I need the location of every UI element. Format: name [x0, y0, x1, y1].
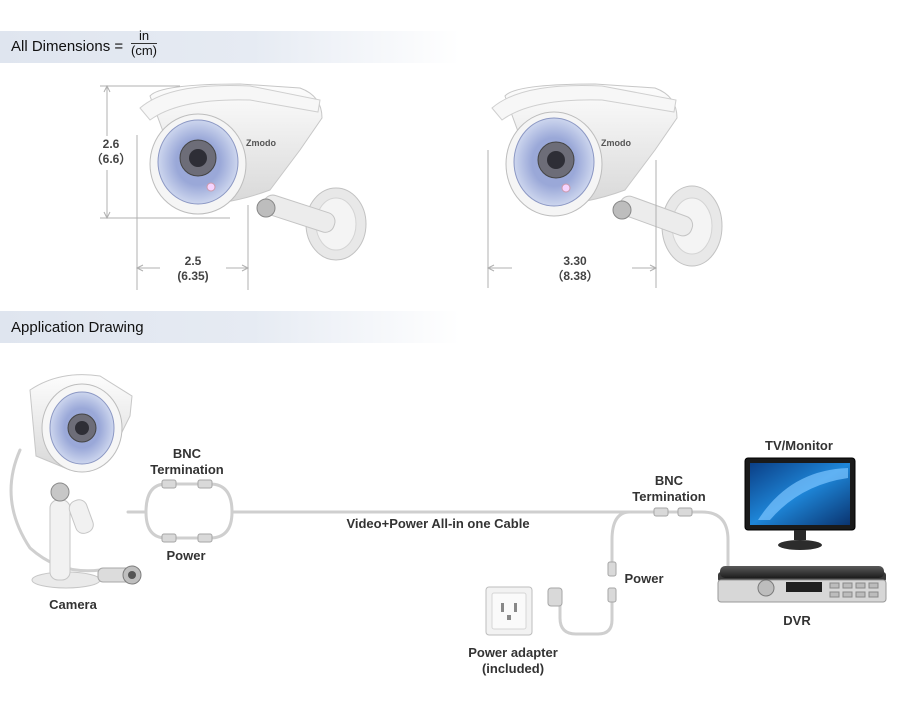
brand-label-side: Zmodo [601, 138, 631, 148]
camera-front-dimension-lines [100, 84, 250, 290]
side-length-cm: （8.38） [551, 269, 599, 283]
bnc-termination-right-label: BNC Termination [626, 473, 712, 505]
front-width-cm: (6.35) [177, 269, 209, 283]
power-adapter-line2: (included) [481, 661, 545, 676]
bnc-termination-left-label: BNC Termination [146, 446, 228, 478]
right-bnc-connectors [547, 507, 693, 607]
side-length-in: 3.30 [563, 254, 587, 268]
power-adapter-line1: Power adapter [468, 645, 558, 660]
unit-numerator: in [138, 28, 150, 43]
fraction-bar [131, 43, 157, 44]
brand-label-front: Zmodo [246, 138, 276, 148]
bnc-right-line2: Termination [632, 489, 706, 504]
front-height-label: 2.6 （6.6） [89, 137, 133, 167]
tv-monitor-label: TV/Monitor [765, 438, 833, 453]
dvr-label: DVR [783, 613, 811, 628]
side-length-label: 3.30 （8.38） [540, 254, 610, 284]
front-width-in: 2.5 [184, 254, 202, 268]
unit-fraction: in (cm) [125, 29, 163, 58]
camera-label: Camera [49, 597, 97, 612]
cable-label: Video+Power All-in one Cable [346, 516, 530, 531]
application-title: Application Drawing [11, 319, 144, 336]
front-height-in: 2.6 [102, 137, 120, 151]
application-camera [29, 374, 142, 589]
power-adapter-outlet [485, 586, 533, 636]
application-header: Application Drawing [0, 311, 460, 343]
camera-side-dimension-lines [486, 150, 658, 288]
dimensions-header: All Dimensions = in (cm) [0, 29, 460, 63]
camera-side-view: Zmodo [491, 83, 723, 267]
unit-denominator: (cm) [131, 43, 157, 58]
tv-monitor [744, 457, 856, 550]
front-width-label: 2.5 (6.35) [163, 254, 223, 284]
bnc-right-line1: BNC [654, 473, 684, 488]
left-bnc-connectors [161, 479, 213, 543]
front-height-cm: （6.6） [90, 152, 132, 166]
dvr-unit [717, 566, 887, 603]
dimensions-title: All Dimensions = [11, 38, 124, 55]
power-right-label: Power [624, 571, 664, 586]
bnc-left-line1: BNC [172, 446, 202, 461]
power-adapter-label: Power adapter (included) [458, 645, 568, 677]
cable-paths [9, 448, 730, 636]
camera-front-view: Zmodo [139, 83, 367, 261]
bnc-left-line2: Termination [150, 462, 224, 477]
power-left-label: Power [166, 548, 206, 563]
